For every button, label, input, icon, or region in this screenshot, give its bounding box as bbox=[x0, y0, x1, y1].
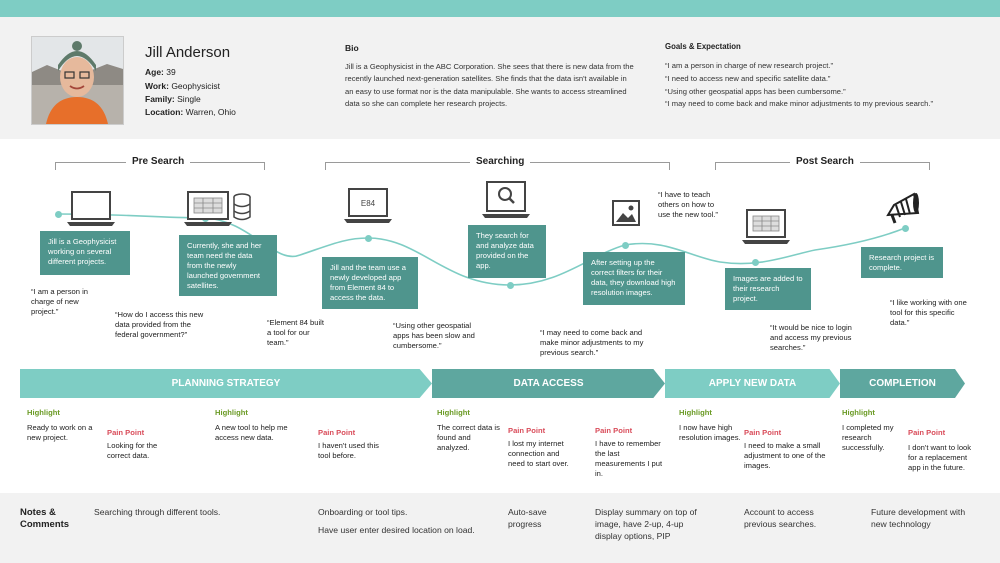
note-item: Searching through different tools. bbox=[94, 507, 221, 517]
phase-completion: COMPLETION bbox=[840, 369, 965, 398]
phase-planning-strategy: PLANNING STRATEGY bbox=[20, 369, 432, 398]
stage-searching: Searching bbox=[470, 156, 531, 167]
note-item: Display summary on top of image, have 2-… bbox=[595, 507, 697, 541]
quote: “I like working with one tool for this s… bbox=[890, 298, 967, 327]
goal-item: “I am a person in charge of new research… bbox=[665, 61, 833, 70]
laptop-database-icon bbox=[184, 191, 251, 226]
pain-point-label: Pain Point bbox=[744, 428, 782, 437]
pain-point-text: I lost my internet connection and need t… bbox=[508, 439, 569, 468]
journey-card: After setting up the correct filters for… bbox=[583, 252, 685, 305]
journey-point bbox=[902, 225, 909, 232]
pain-point-text: I have to remember the last measurements… bbox=[595, 439, 663, 478]
stage-pre-search: Pre Search bbox=[126, 156, 191, 167]
family-row: Family: Single bbox=[145, 93, 201, 106]
highlight-text: I now have high resolution images. bbox=[679, 423, 741, 442]
laptop-spreadsheet-icon bbox=[742, 209, 790, 244]
journey-card: They search for and analyze data provide… bbox=[468, 225, 546, 278]
stage-post-search: Post Search bbox=[790, 156, 860, 167]
quote: “It would be nice to login and access my… bbox=[770, 323, 852, 352]
note-item: Have user enter desired location on load… bbox=[318, 525, 475, 535]
note-item: Onboarding or tool tips. bbox=[318, 507, 408, 517]
age-row: Age: 39 bbox=[145, 66, 176, 79]
goal-item: “I need to access new and specific satel… bbox=[665, 73, 831, 83]
quote: “I have to teach others on how to use th… bbox=[658, 190, 718, 219]
highlight-text: A new tool to help me access new data. bbox=[215, 423, 288, 442]
journey-point bbox=[752, 259, 759, 266]
location-value: Warren, Ohio bbox=[185, 107, 236, 117]
phase-apply-new-data: APPLY NEW DATA bbox=[665, 369, 840, 398]
note-item: Future development with new technology bbox=[871, 507, 966, 529]
laptop-icon bbox=[67, 191, 115, 226]
quote: “I may need to come back and make minor … bbox=[540, 328, 644, 357]
image-icon bbox=[612, 200, 640, 226]
highlight-label: Highlight bbox=[842, 408, 875, 417]
pain-point-label: Pain Point bbox=[595, 426, 633, 435]
quote: “Using other geospatial apps has been sl… bbox=[393, 321, 475, 350]
highlight-text: I completed my research successfully. bbox=[842, 423, 894, 452]
journey-point bbox=[622, 242, 629, 249]
family-label: Family: bbox=[145, 94, 175, 104]
location-label: Location: bbox=[145, 107, 184, 117]
goals-list: “I am a person in charge of new research… bbox=[665, 60, 995, 111]
journey-card: Images are added to their research proje… bbox=[725, 268, 811, 310]
age-label: Age: bbox=[145, 67, 164, 77]
laptop-screen-label: E84 bbox=[361, 199, 376, 208]
highlight-text: The correct data is found and analyzed. bbox=[437, 423, 500, 452]
note-item: Account to access previous searches. bbox=[744, 507, 817, 529]
profile-section bbox=[0, 17, 1000, 139]
highlight-text: Ready to work on a new project. bbox=[27, 423, 93, 442]
pain-point-label: Pain Point bbox=[908, 428, 946, 437]
goal-item: “Using other geospatial apps has been cu… bbox=[665, 86, 846, 96]
journey-point bbox=[507, 282, 514, 289]
pain-point-text: I don't want to look for a replacement a… bbox=[908, 443, 972, 472]
highlight-label: Highlight bbox=[679, 408, 712, 417]
laptop-search-icon bbox=[482, 181, 530, 218]
journey-card: Jill is a Geophysicist working on severa… bbox=[40, 231, 130, 275]
family-value: Single bbox=[177, 94, 201, 104]
note-item: Auto-save progress bbox=[508, 507, 547, 529]
phase-data-access: DATA ACCESS bbox=[432, 369, 665, 398]
journey-point bbox=[55, 211, 62, 218]
laptop-e84-icon: E84 bbox=[344, 188, 392, 223]
pain-point-text: I need to make a small adjustment to one… bbox=[744, 441, 826, 470]
bio-text: Jill is a Geophysicist in the ABC Corpor… bbox=[345, 62, 634, 109]
journey-point bbox=[365, 235, 372, 242]
top-bar bbox=[0, 0, 1000, 17]
persona-name: Jill Anderson bbox=[145, 44, 231, 61]
location-row: Location: Warren, Ohio bbox=[145, 106, 236, 119]
pain-point-label: Pain Point bbox=[508, 426, 546, 435]
pain-point-text: I haven't used this tool before. bbox=[318, 441, 379, 460]
avatar bbox=[31, 36, 124, 125]
pain-point-label: Pain Point bbox=[107, 428, 145, 437]
journey-card: Jill and the team use a newly developed … bbox=[322, 257, 418, 309]
work-row: Work: Geophysicist bbox=[145, 80, 220, 93]
goal-item: “I may need to come back and make minor … bbox=[665, 99, 934, 109]
highlight-label: Highlight bbox=[437, 408, 470, 417]
notes-section bbox=[0, 493, 1000, 563]
megaphone-icon bbox=[886, 192, 920, 224]
journey-card: Currently, she and her team need the dat… bbox=[179, 235, 277, 296]
quote: “I am a person in charge of new project.… bbox=[31, 287, 88, 316]
pain-point-label: Pain Point bbox=[318, 428, 356, 437]
bio-title: Bio bbox=[345, 43, 359, 53]
notes-title: Notes & Comments bbox=[20, 507, 70, 530]
work-value: Geophysicist bbox=[171, 81, 220, 91]
work-label: Work: bbox=[145, 81, 169, 91]
age-value: 39 bbox=[166, 67, 176, 77]
highlight-label: Highlight bbox=[215, 408, 248, 417]
quote: “Element 84 built a tool for our team.” bbox=[267, 318, 324, 347]
goals-title: Goals & Expectation bbox=[665, 42, 741, 51]
highlight-label: Highlight bbox=[27, 408, 60, 417]
quote: “How do I access this new data provided … bbox=[115, 310, 204, 339]
journey-card: Research project is complete. bbox=[861, 247, 943, 278]
pain-point-text: Looking for the correct data. bbox=[107, 441, 158, 460]
